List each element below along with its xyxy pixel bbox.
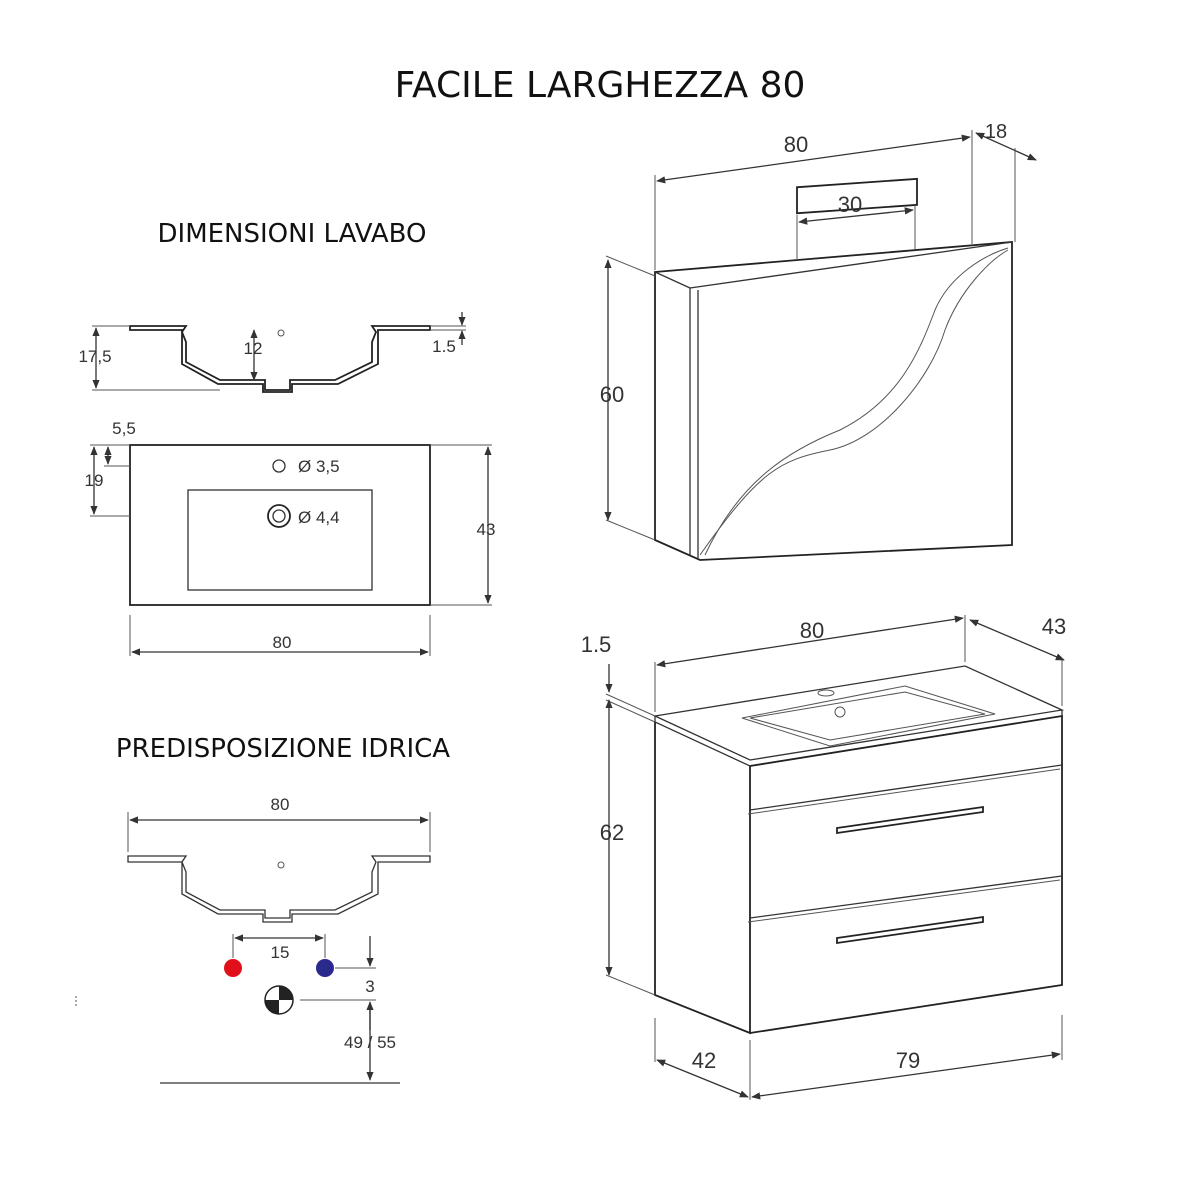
vanity-depth-label: 43 [1042, 614, 1066, 639]
hole-offset-label: 5,5 [112, 419, 136, 438]
page-title: FACILE LARGHEZZA 80 [395, 65, 806, 106]
top-thickness-label: 1.5 [581, 632, 612, 657]
basin-height-label: 17,5 [78, 347, 111, 366]
plumbing-width-label: 80 [271, 795, 290, 814]
basin-profile-dims: 17,5 12 1.5 [78, 312, 466, 391]
hot-water-icon [224, 959, 242, 977]
mirror-dims: 80 18 30 60 [600, 121, 1037, 541]
body-width-label: 79 [896, 1048, 920, 1073]
basin-depth-label: 43 [477, 520, 496, 539]
mirror-width-label: 80 [784, 132, 808, 157]
vanity-dims: 80 43 1.5 62 42 79 [581, 614, 1066, 1100]
vanity-cabinet [652, 665, 1065, 1035]
vanity-height-label: 62 [600, 820, 624, 845]
drain-height-label: 49 / 55 [344, 1033, 396, 1052]
drain-icon [264, 985, 294, 1015]
plumbing-heading: PREDISPOSIZIONE IDRICA [116, 734, 450, 764]
basin-inner-depth-label: 12 [244, 339, 263, 358]
body-depth-label: 42 [692, 1048, 716, 1073]
basin-width-label: 80 [273, 633, 292, 652]
vanity-width-label: 80 [800, 618, 824, 643]
mirror-depth-label: 18 [985, 121, 1007, 143]
plumbing-basin-profile [127, 855, 431, 923]
basin-section-heading: DIMENSIONI LAVABO [158, 219, 427, 249]
depth-to-drain-label: 19 [85, 471, 104, 490]
basin-rim-label: 1.5 [432, 337, 456, 356]
tap-hole-label: Ø 3,5 [298, 457, 340, 476]
basin-top-dims: 5,5 19 Ø 3,5 Ø 4,4 43 80 [85, 419, 496, 656]
mirror-height-label: 60 [600, 382, 624, 407]
drain-offset-label: 3 [365, 977, 374, 996]
lamp-width-label: 30 [838, 192, 862, 217]
cold-water-icon [316, 959, 334, 977]
mirror-cabinet [654, 177, 1013, 561]
pipe-spacing-label: 15 [271, 943, 290, 962]
basin-top-view [129, 444, 431, 606]
drain-hole-label: Ø 4,4 [298, 508, 340, 527]
basin-profile [129, 325, 431, 393]
plumbing-dims: 80 15 3 49 / 55 [127, 795, 431, 1084]
